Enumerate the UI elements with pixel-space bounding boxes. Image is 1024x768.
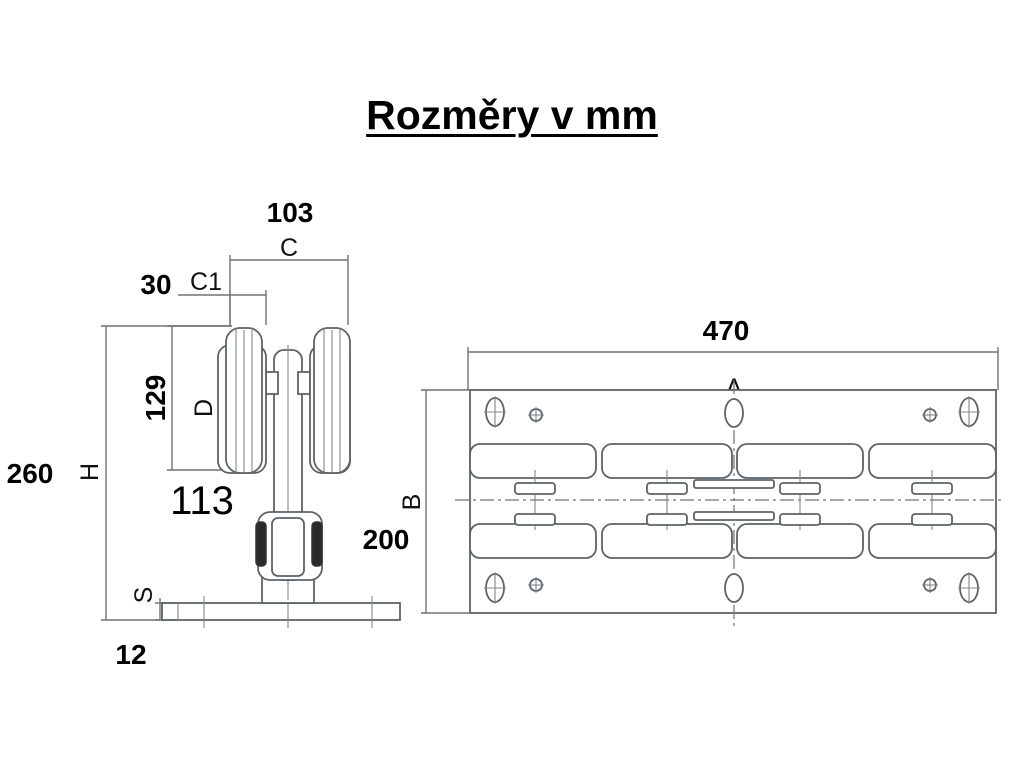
dimension-h-value: 260	[7, 458, 54, 489]
axle-connectors	[514, 470, 953, 530]
mounting-holes	[484, 396, 980, 604]
dimension-c-label: C	[280, 234, 298, 262]
dimension-s: S 12	[115, 587, 178, 670]
side-view: 103 C 30 C1 129 D 260 H	[7, 197, 401, 670]
left-wheel	[217, 327, 267, 474]
page-title: Rozměry v mm	[366, 92, 658, 138]
dimension-d-label: D	[190, 399, 218, 417]
dimension-h: 260 H	[7, 325, 232, 621]
axle-left	[265, 371, 279, 395]
wheel-dimension-value: 113	[170, 479, 234, 523]
dimension-a: 470 A	[467, 315, 999, 402]
dimension-h-label: H	[76, 463, 104, 481]
dimension-c-value: 103	[267, 197, 314, 228]
top-view: 470 A B 200	[363, 315, 1005, 630]
dimension-c: 103 C	[229, 197, 349, 325]
wheel-bars	[469, 443, 997, 559]
dimension-c1-value: 30	[140, 269, 171, 300]
dimension-c1-label: C1	[190, 268, 222, 296]
dimension-b-label: B	[398, 494, 426, 511]
dimension-s-value: 12	[115, 639, 146, 670]
dimension-d-value: 129	[140, 375, 171, 422]
dimension-s-label: S	[130, 587, 158, 604]
axle-right	[297, 371, 311, 395]
dimension-c1: 30 C1	[140, 268, 267, 325]
dimension-a-value: 470	[703, 315, 750, 346]
guide-roller	[255, 511, 323, 581]
right-wheel	[309, 327, 351, 474]
dimension-b-value: 200	[363, 524, 410, 555]
dimension-b: B 200	[363, 389, 470, 614]
